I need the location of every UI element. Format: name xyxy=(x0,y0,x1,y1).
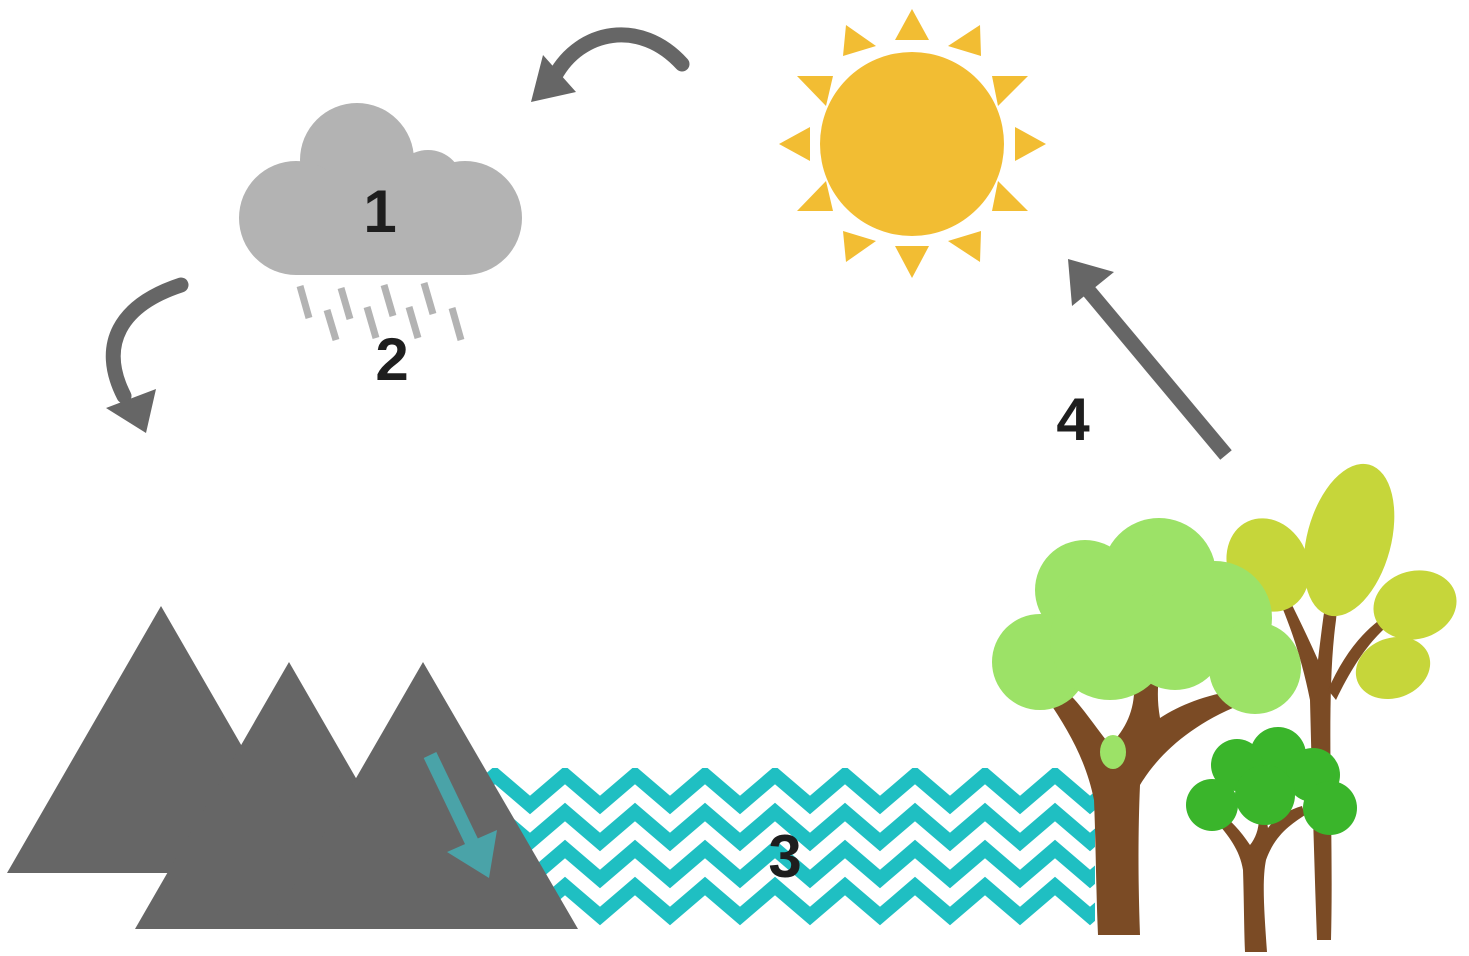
transpiration-to-sun-arrow xyxy=(1068,259,1226,455)
mountains-icon xyxy=(7,606,578,929)
evaporation-to-cloud-arrow xyxy=(531,35,682,102)
step-2-label: 2 xyxy=(375,326,408,393)
step-3-label: 3 xyxy=(768,823,801,890)
precipitation-to-mountain-arrow xyxy=(106,285,181,433)
trees-icon xyxy=(992,454,1464,952)
step-1-label: 1 xyxy=(363,178,396,245)
sun-icon xyxy=(779,9,1046,278)
step-4-label: 4 xyxy=(1056,386,1090,453)
